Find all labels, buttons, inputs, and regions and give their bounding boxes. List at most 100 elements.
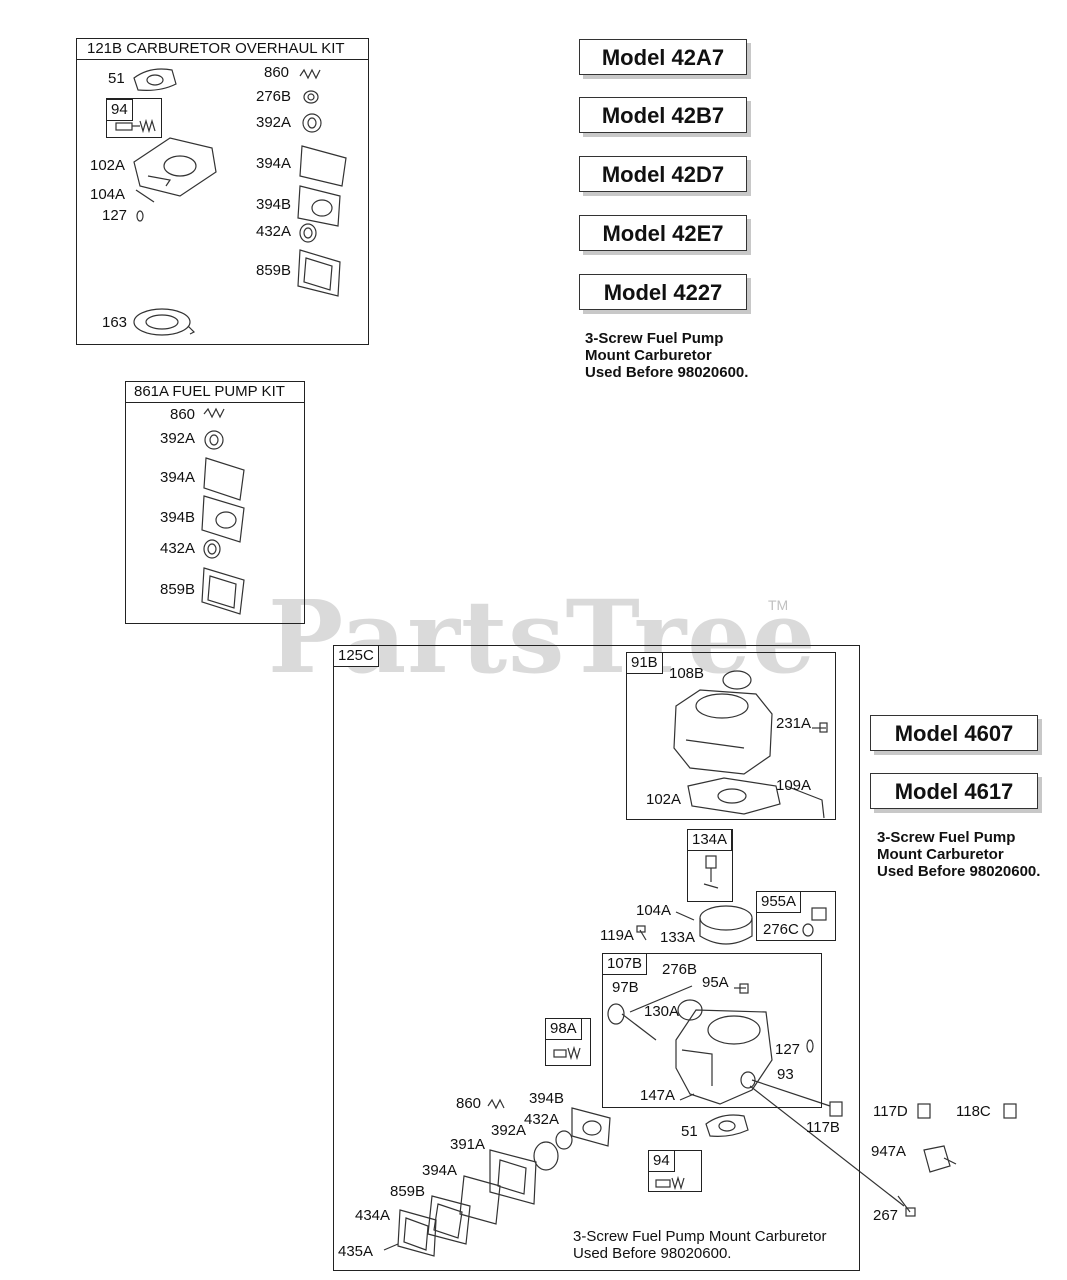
part-label-394a: 394A <box>256 155 292 172</box>
seal-432a-drawing <box>299 223 317 243</box>
assembly-tag-134a: 134A <box>687 829 733 851</box>
model-tag-4607[interactable]: Model 4607 <box>870 715 1038 751</box>
part-label-108b: 108B <box>669 665 705 682</box>
model-tag-42b7[interactable]: Model 42B7 <box>579 97 747 133</box>
cover-859b-kit2-drawing <box>201 567 245 615</box>
part-label-859b-kit2: 859B <box>160 581 196 598</box>
diaphragm-394b-drawing <box>297 185 341 227</box>
gasket-102a-drawing <box>133 137 217 197</box>
model-tag-42d7[interactable]: Model 42D7 <box>579 156 747 192</box>
gasket-102a-asm-drawing <box>687 777 781 815</box>
ring-127-asm-drawing <box>806 1039 814 1053</box>
part-label-127: 127 <box>102 207 128 224</box>
plug-955a-drawing <box>802 907 827 937</box>
spring-860-kit2-drawing <box>203 407 225 419</box>
fuel-pump-kit-box: 861A FUEL PUMP KIT <box>125 381 305 624</box>
diaphragm-394a-asm-drawing <box>459 1175 501 1225</box>
screw-267-drawing <box>897 1195 916 1217</box>
diaphragm-394a-drawing <box>299 145 347 187</box>
screw-118c-drawing <box>1003 1103 1017 1119</box>
part-label-860: 860 <box>264 64 290 81</box>
leader-93-267 <box>749 1085 905 1207</box>
part-label-859b: 859B <box>256 262 292 279</box>
lever-109a-drawing <box>785 785 825 819</box>
leader-93-117b <box>751 1079 831 1107</box>
assembly-tag-98a: 98A <box>545 1018 582 1040</box>
needle-134a-drawing <box>703 855 719 889</box>
part-label-118c: 118C <box>956 1103 991 1120</box>
screw-231a-drawing <box>812 722 828 733</box>
assembly-tag-91b: 91B <box>626 652 663 674</box>
cover-434a-drawing <box>397 1209 437 1257</box>
part-label-231a: 231A <box>776 715 812 732</box>
cover-392a-kit2-drawing <box>204 430 224 450</box>
pin-104a-drawing <box>135 189 155 203</box>
cover-392a-drawing <box>302 113 322 133</box>
part-label-104a: 104A <box>90 186 126 203</box>
carburetor-overhaul-kit-box: 121B CARBURETOR OVERHAUL KIT <box>76 38 369 345</box>
part-label-394b: 394B <box>256 196 292 213</box>
plate-108b-drawing <box>722 670 752 690</box>
part-label-394b-asm: 394B <box>529 1090 565 1107</box>
diaphragm-394a-kit2-drawing <box>203 457 245 501</box>
spring-860-asm-drawing <box>487 1098 505 1110</box>
part-label-394a-kit2: 394A <box>160 469 196 486</box>
screw-117b-drawing <box>829 1101 843 1117</box>
sub-box-91b <box>626 652 836 820</box>
gasket-51-drawing <box>133 68 177 91</box>
choke-shaft-97b-drawing <box>607 1003 657 1041</box>
assembly-tag-955a: 955A <box>756 891 802 913</box>
sub-box-94 <box>106 98 162 138</box>
part-label-276b-asm: 276B <box>662 961 698 978</box>
solenoid-947a-drawing <box>923 1145 957 1173</box>
screw-147a-drawing <box>679 1093 695 1101</box>
part-label-51: 51 <box>108 70 125 87</box>
screw-94-drawing <box>115 118 156 134</box>
model-tag-42e7[interactable]: Model 42E7 <box>579 215 747 251</box>
diaphragm-394b-kit2-drawing <box>201 495 245 543</box>
part-label-432a-kit2: 432A <box>160 540 196 557</box>
part-label-267: 267 <box>873 1207 899 1224</box>
part-label-276b: 276B <box>256 88 292 105</box>
part-label-130a: 130A <box>644 1003 680 1020</box>
part-label-117d: 117D <box>873 1103 908 1120</box>
gasket-163-drawing <box>133 308 196 336</box>
part-label-435a: 435A <box>338 1243 374 1260</box>
part-label-392a-kit2: 392A <box>160 430 196 447</box>
model-tag-4227[interactable]: Model 4227 <box>579 274 747 310</box>
assembly-tag-94: 94 <box>648 1150 675 1172</box>
part-label-392a-asm: 392A <box>491 1122 527 1139</box>
sub-box-107b <box>602 953 822 1108</box>
cover-392a-asm-drawing <box>533 1141 559 1171</box>
part-label-119a: 119A <box>600 927 634 944</box>
seat-276b-drawing <box>303 90 319 104</box>
part-label-276c: 276C <box>763 921 799 938</box>
model-tag-42a7[interactable]: Model 42A7 <box>579 39 747 75</box>
screw-95a-drawing <box>734 983 749 994</box>
carb-body-lower-drawing <box>675 1009 773 1105</box>
part-label-860-kit2: 860 <box>170 406 196 423</box>
part-label-95a: 95A <box>702 974 729 991</box>
screw-119a-drawing <box>636 925 647 941</box>
part-label-394b-kit2: 394B <box>160 509 196 526</box>
model-tag-4617[interactable]: Model 4617 <box>870 773 1038 809</box>
needle-93-drawing <box>740 1071 756 1089</box>
pin-104a-asm-drawing <box>675 911 695 921</box>
part-label-109a: 109A <box>776 777 812 794</box>
part-label-860-asm: 860 <box>456 1095 482 1112</box>
part-label-432a: 432A <box>256 223 292 240</box>
part-label-117b: 117B <box>806 1119 840 1136</box>
part-label-133a: 133A <box>660 929 696 946</box>
leader-276b <box>629 985 693 1013</box>
float-133a-drawing <box>699 905 753 945</box>
pump-body-391a-drawing <box>489 1149 537 1205</box>
part-label-93: 93 <box>777 1066 794 1083</box>
screw-94-asm-drawing <box>655 1175 685 1191</box>
kit-861a-title: 861A FUEL PUMP KIT <box>126 382 304 403</box>
seal-432a-kit2-drawing <box>203 539 221 559</box>
part-label-102a-asm: 102A <box>646 791 682 808</box>
